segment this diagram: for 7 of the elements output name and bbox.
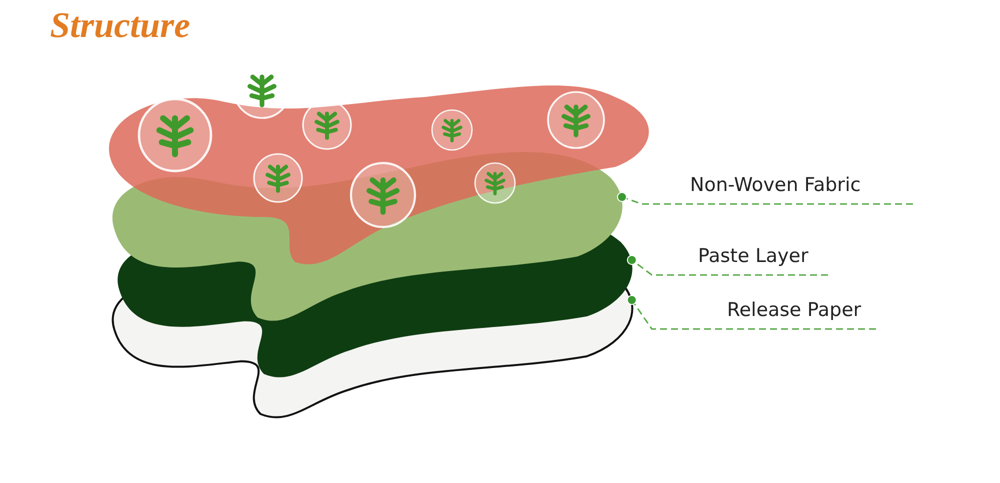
leader-line [616,192,913,205]
layer-label: Release Paper [727,298,862,322]
layer-label: Non-Woven Fabric [690,173,861,197]
title: Structure [50,4,190,46]
leader-line [626,295,876,330]
leader-line [626,255,828,276]
layer-label: Paste Layer [698,244,808,268]
